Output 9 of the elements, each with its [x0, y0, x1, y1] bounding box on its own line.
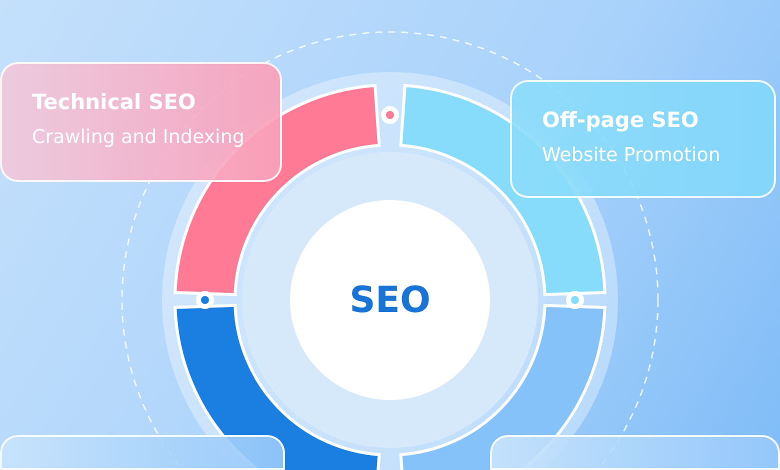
subheading: Crawling and Indexing [32, 126, 246, 148]
heading: SEO [349, 280, 431, 320]
callout-card [0, 62, 282, 182]
callout-card [0, 435, 285, 470]
heading: Off-page SEO [542, 108, 700, 132]
callout-card [510, 80, 776, 198]
subheading: Website Promotion [542, 144, 722, 166]
heading: Technical SEO [32, 90, 197, 114]
callout-card [490, 435, 780, 470]
